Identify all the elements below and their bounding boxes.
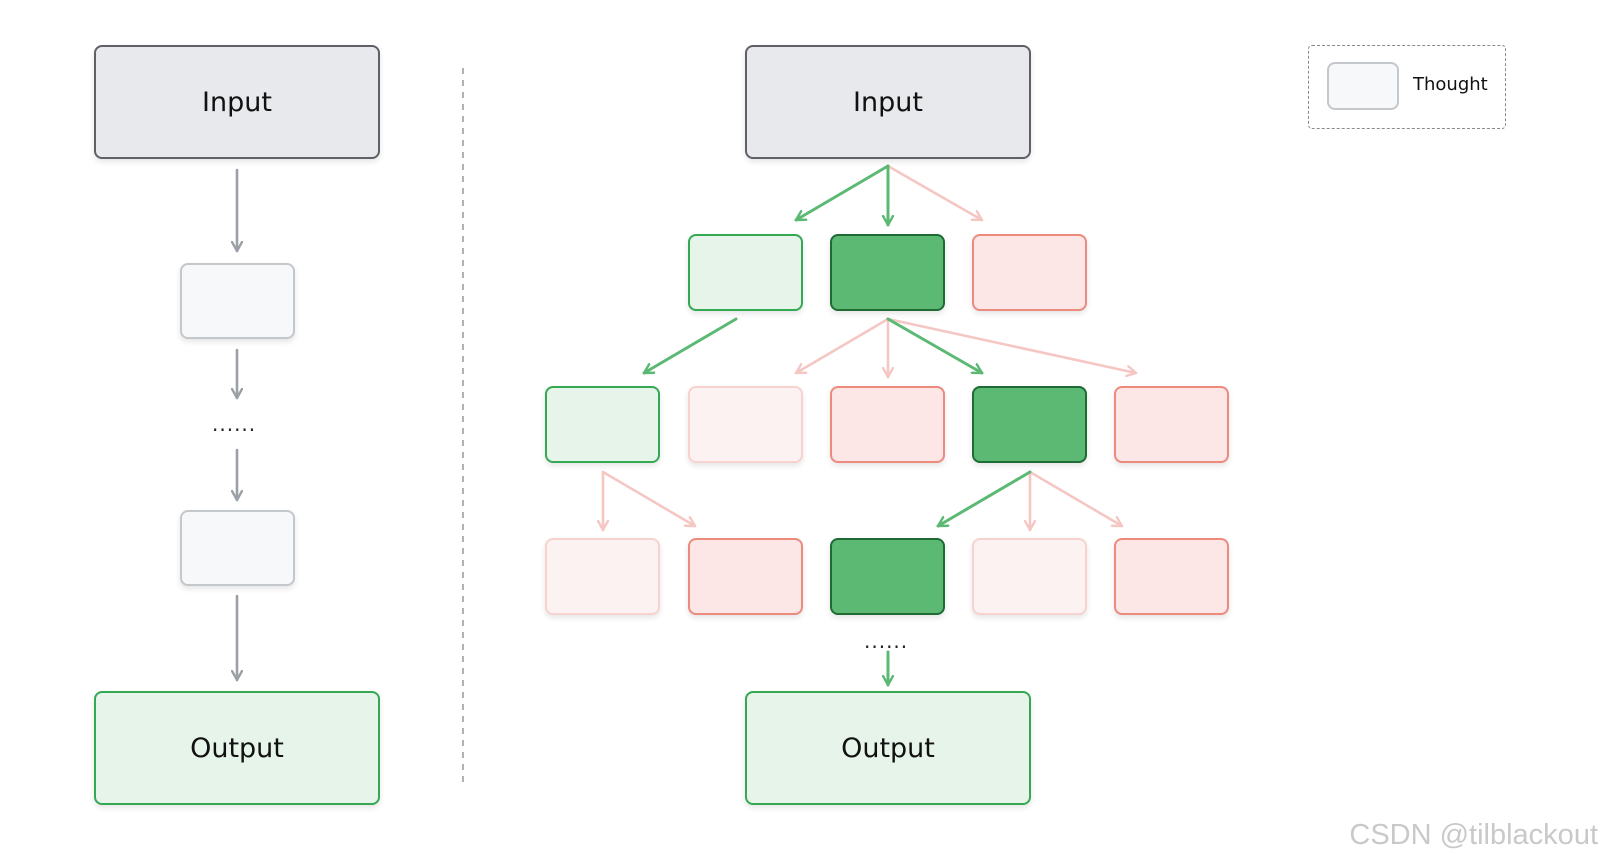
legend-box: Thought <box>1308 45 1506 129</box>
tree-l2-thought-2 <box>688 386 803 463</box>
tree-l3-thought-4 <box>972 538 1087 615</box>
selected-arrow-c <box>642 317 738 375</box>
tree-ellipsis: ...... <box>864 629 909 653</box>
chain-thought-2 <box>180 510 295 586</box>
tree-l2-thought-1 <box>545 386 660 463</box>
tree-l3-thought-2 <box>688 538 803 615</box>
tree-l3-thought-1 <box>545 538 660 615</box>
tree-output-label: Output <box>841 732 935 764</box>
rejected-arrow-b <box>794 317 890 375</box>
chain-input-box: Input <box>94 45 380 159</box>
tree-l2-thought-5 <box>1114 386 1229 463</box>
rejected-arrows <box>601 164 1138 532</box>
chain-thought-1 <box>180 263 295 339</box>
tree-l1-thought-3 <box>972 234 1087 311</box>
selected-arrow-e <box>936 470 1032 528</box>
legend-thought-label: Thought <box>1413 74 1488 95</box>
selected-arrow-a <box>794 164 890 222</box>
selected-arrows <box>642 164 1032 687</box>
selected-arrow-d <box>886 317 984 375</box>
rejected-arrow-d <box>886 317 1138 373</box>
chain-input-label: Input <box>202 86 272 118</box>
tree-output-box: Output <box>745 691 1031 805</box>
chain-output-label: Output <box>190 732 284 764</box>
rejected-arrow-f <box>601 470 697 528</box>
tree-input-box: Input <box>745 45 1031 159</box>
watermark-text: CSDN @tilblackout <box>1349 819 1598 851</box>
tree-l2-thought-4 <box>972 386 1087 463</box>
chain-ellipsis: ...... <box>212 412 257 436</box>
tree-input-label: Input <box>853 86 923 118</box>
rejected-arrow-h <box>1028 470 1124 528</box>
tree-l3-thought-3 <box>830 538 945 615</box>
tree-l3-thought-5 <box>1114 538 1229 615</box>
tree-l1-thought-1 <box>688 234 803 311</box>
tree-l2-thought-3 <box>830 386 945 463</box>
chain-output-box: Output <box>94 691 380 805</box>
legend-thought-swatch <box>1327 62 1399 110</box>
rejected-arrow-a <box>886 164 984 222</box>
tree-l1-thought-2 <box>830 234 945 311</box>
